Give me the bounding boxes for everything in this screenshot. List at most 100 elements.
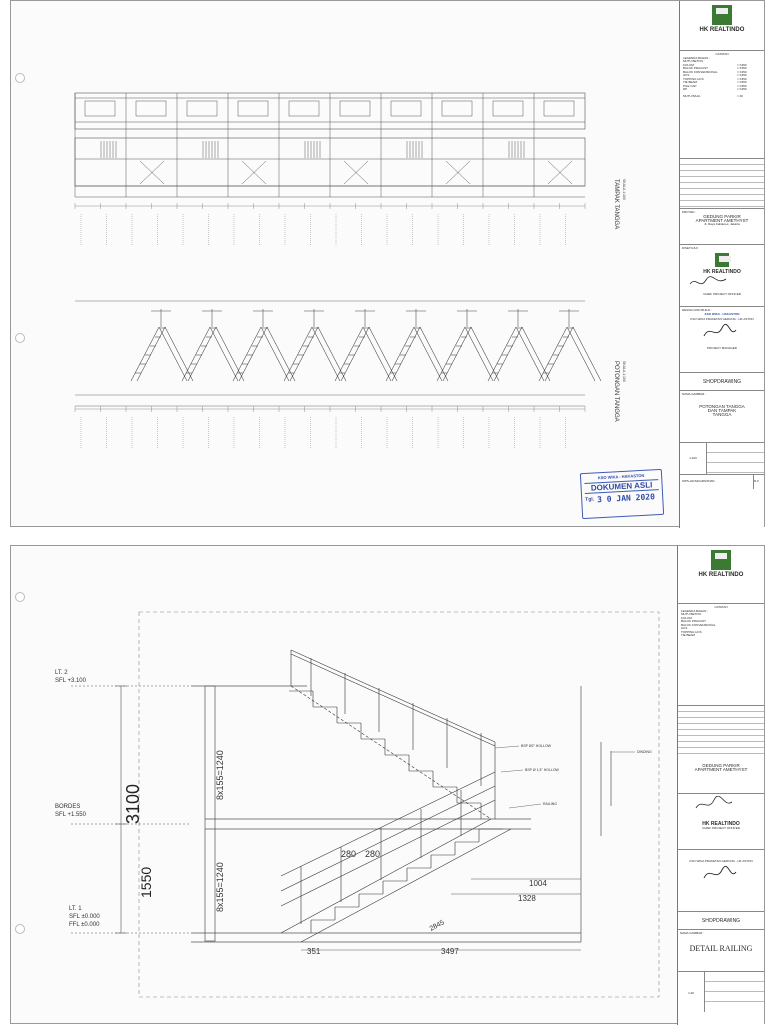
approver-company: HK REALTINDO	[702, 821, 740, 827]
client-company-name: HK REALTINDO	[698, 572, 744, 578]
project-section: GEDUNG PARKIR APARTMENT AMETHYST	[678, 754, 764, 794]
dim-351: 351	[307, 947, 321, 956]
dim-lower-flight: 8x155=1240	[215, 862, 225, 912]
scale-value: 1:20	[678, 972, 705, 1012]
approval-section: HK REALTINDO CHIEF PROJECT OFFICER	[678, 794, 764, 850]
railing-note-3: RAILING	[543, 802, 557, 806]
sheet-number-section: WPS-HK/SD/ARS/D/201 R.0	[680, 475, 764, 489]
contractor-section: KSO WIKA PRAKETAN GEDUNG - HK ASTON	[678, 850, 764, 912]
scale-section: 1:100	[680, 443, 764, 475]
dim-3497: 3497	[441, 947, 459, 956]
title-block-2: HK REALTINDO CATATAN LEGENDA BAHAN : MUT…	[677, 546, 764, 1025]
notes-title: CATATAN	[715, 52, 729, 56]
client-logo: HK REALTINDO	[680, 1, 764, 51]
drawing-name-label: NAMA GAMBAR :	[680, 931, 705, 935]
notes-section: CATATAN LEGENDA BAHAN : MUTU BETON : KOL…	[678, 604, 764, 706]
notes-section: CATATAN LEGENDA BAHAN : MUTU BETON : KOL…	[680, 51, 764, 159]
scale-section: 1:20	[678, 972, 764, 1012]
hk-logo-icon	[711, 550, 731, 570]
project-label: PROYEK :	[682, 210, 697, 214]
elevation-scale-label: SKALA 1:100	[622, 179, 626, 200]
dim-tread-1: 280	[341, 849, 356, 859]
drawing-title-section: NAMA GAMBAR : DETAIL RAILING	[678, 930, 764, 972]
level-lt1-label: LT. 1	[69, 906, 82, 912]
client-company-name: HK REALTINDO	[699, 27, 745, 33]
dim-total-height: 3100	[123, 784, 143, 824]
level-bordes-sfl: SFL +1.550	[55, 812, 87, 818]
level-lt1-ffl: FFL ±0.000	[69, 922, 100, 928]
sheet-number: WPS-HK/SD/ARS/D/201	[682, 479, 715, 483]
drawing-sheet-2: LT. 2 SFL +3.100 BORDES SFL +1.550 LT. 1…	[10, 545, 765, 1025]
dim-1004: 1004	[529, 879, 547, 888]
drawing-title: DETAIL RAILING	[689, 943, 753, 953]
revision-table	[678, 706, 764, 754]
level-bordes-label: BORDES	[55, 804, 80, 810]
revision-number: R.0	[753, 475, 764, 489]
punch-hole	[15, 592, 25, 602]
drawing-stage: SHOPDRAWING	[701, 918, 741, 924]
signature-icon	[689, 275, 727, 284]
project-address: Jl. Raya Kalideres, Jakarta	[704, 221, 740, 226]
project-name-2: APARTMENT AMETHYST	[694, 767, 748, 772]
project-name-1: GEDUNG PARKIR	[703, 213, 741, 219]
drawing-title-2: DAN TAMPAK	[707, 407, 737, 413]
dim-tread-2: 280	[365, 849, 380, 859]
drawing-title-section: NAMA GAMBAR : POTONGAN TANGGA DAN TAMPAK…	[680, 391, 764, 443]
revision-table	[680, 159, 764, 209]
dim-2845: 2845	[429, 919, 446, 933]
stage-section: SHOPDRAWING	[678, 912, 764, 930]
railing-detail-drawing: LT. 2 SFL +3.100 BORDES SFL +1.550 LT. 1…	[55, 611, 660, 998]
drawing-sheet-1: TAMPAK TANGGA SKALA 1:100 POTONGAN TANGG…	[10, 0, 765, 528]
project-section: PROYEK : GEDUNG PARKIR APARTMENT AMETHYS…	[680, 209, 764, 245]
original-document-stamp: KSO WIKA - HAKASTON DOKUMEN ASLI Tgl. 3 …	[579, 468, 665, 520]
steel-grade-value: = 40	[737, 93, 743, 98]
signature-icon	[695, 795, 733, 809]
section-scale-label: SKALA 1:100	[622, 361, 626, 382]
wall-note: DINDING	[637, 750, 652, 754]
project-name-1: GEDUNG PARKIR	[702, 763, 740, 768]
punch-hole	[15, 333, 25, 343]
notes-title: CATATAN	[714, 605, 728, 609]
contractor-logo-text: KSO WIKA - HAKASTON	[704, 311, 740, 316]
legend-values: = K350 = K350 = K350 = K350 = K350 = K35…	[737, 62, 747, 91]
punch-hole	[15, 73, 25, 83]
dim-half-height: 1550	[138, 867, 154, 898]
legend-labels: LEGENDA BAHAN : MUTU BETON : KOLOM BALOK…	[683, 55, 718, 91]
hk-logo-icon	[712, 5, 732, 25]
stair-elevation-drawing: TAMPAK TANGGA SKALA 1:100 POTONGAN TANGG…	[74, 92, 626, 449]
drawing-name-label: NAMA GAMBAR :	[682, 392, 707, 396]
title-block: HK REALTINDO CATATAN LEGENDA BAHAN : MUT…	[679, 1, 764, 528]
level-lt2-label: LT. 2	[55, 670, 68, 676]
approval-section: DISETUJUI : HK REALTINDO CHIEF PROJECT O…	[680, 245, 764, 307]
railing-note-2: BSP Ø 1,5" HOLLOW	[525, 768, 560, 772]
project-name-2: APARTMENT AMETHYST	[695, 217, 749, 223]
stamp-date: 3 0 JAN 2020	[596, 491, 656, 504]
contractor-section: DESIGN AND BUILD : KSO WIKA - HAKASTON K…	[680, 307, 764, 373]
signer-title: PROJECT MANAGER	[707, 345, 737, 350]
punch-hole	[15, 924, 25, 934]
hk-logo-icon	[715, 252, 731, 267]
approver-role: CHIEF PROJECT OFFICER	[703, 291, 741, 296]
elevation-view-label: TAMPAK TANGGA	[613, 179, 619, 229]
stage-section: SHOPDRAWING	[680, 373, 764, 391]
signature-icon	[703, 323, 737, 336]
approver-company: HK REALTINDO	[703, 268, 741, 275]
design-build-label: DESIGN AND BUILD :	[682, 308, 712, 312]
client-logo: HK REALTINDO	[678, 546, 764, 604]
contractor-name: KSO WIKA PRAKETAN GEDUNG - HK ASTON	[689, 859, 753, 863]
steel-grade-label: MUTU BAJA :	[683, 93, 702, 98]
contractor-name: KSO WIKA PRAKETAN GEDUNG - HK ASTON	[690, 317, 754, 321]
stamp-date-label: Tgl.	[585, 496, 595, 503]
section-view-label: POTONGAN TANGGA	[613, 361, 619, 422]
drawing-title-1: POTONGAN TANGGA	[699, 403, 745, 409]
dim-1328: 1328	[518, 894, 536, 903]
scale-value: 1:100	[680, 443, 707, 474]
signature-icon	[703, 865, 737, 878]
railing-note-1: BSP Ø2" HOLLOW	[521, 744, 552, 748]
dim-upper-flight: 8x155=1240	[215, 750, 225, 800]
approver-role: CHIEF PROJECT OFFICER	[702, 826, 740, 830]
drawing-title-3: TANGGA	[712, 411, 732, 417]
approved-label: DISETUJUI :	[682, 246, 700, 250]
drawing-stage: SHOPDRAWING	[702, 379, 742, 385]
level-lt1-sfl: SFL ±0.000	[69, 914, 100, 920]
